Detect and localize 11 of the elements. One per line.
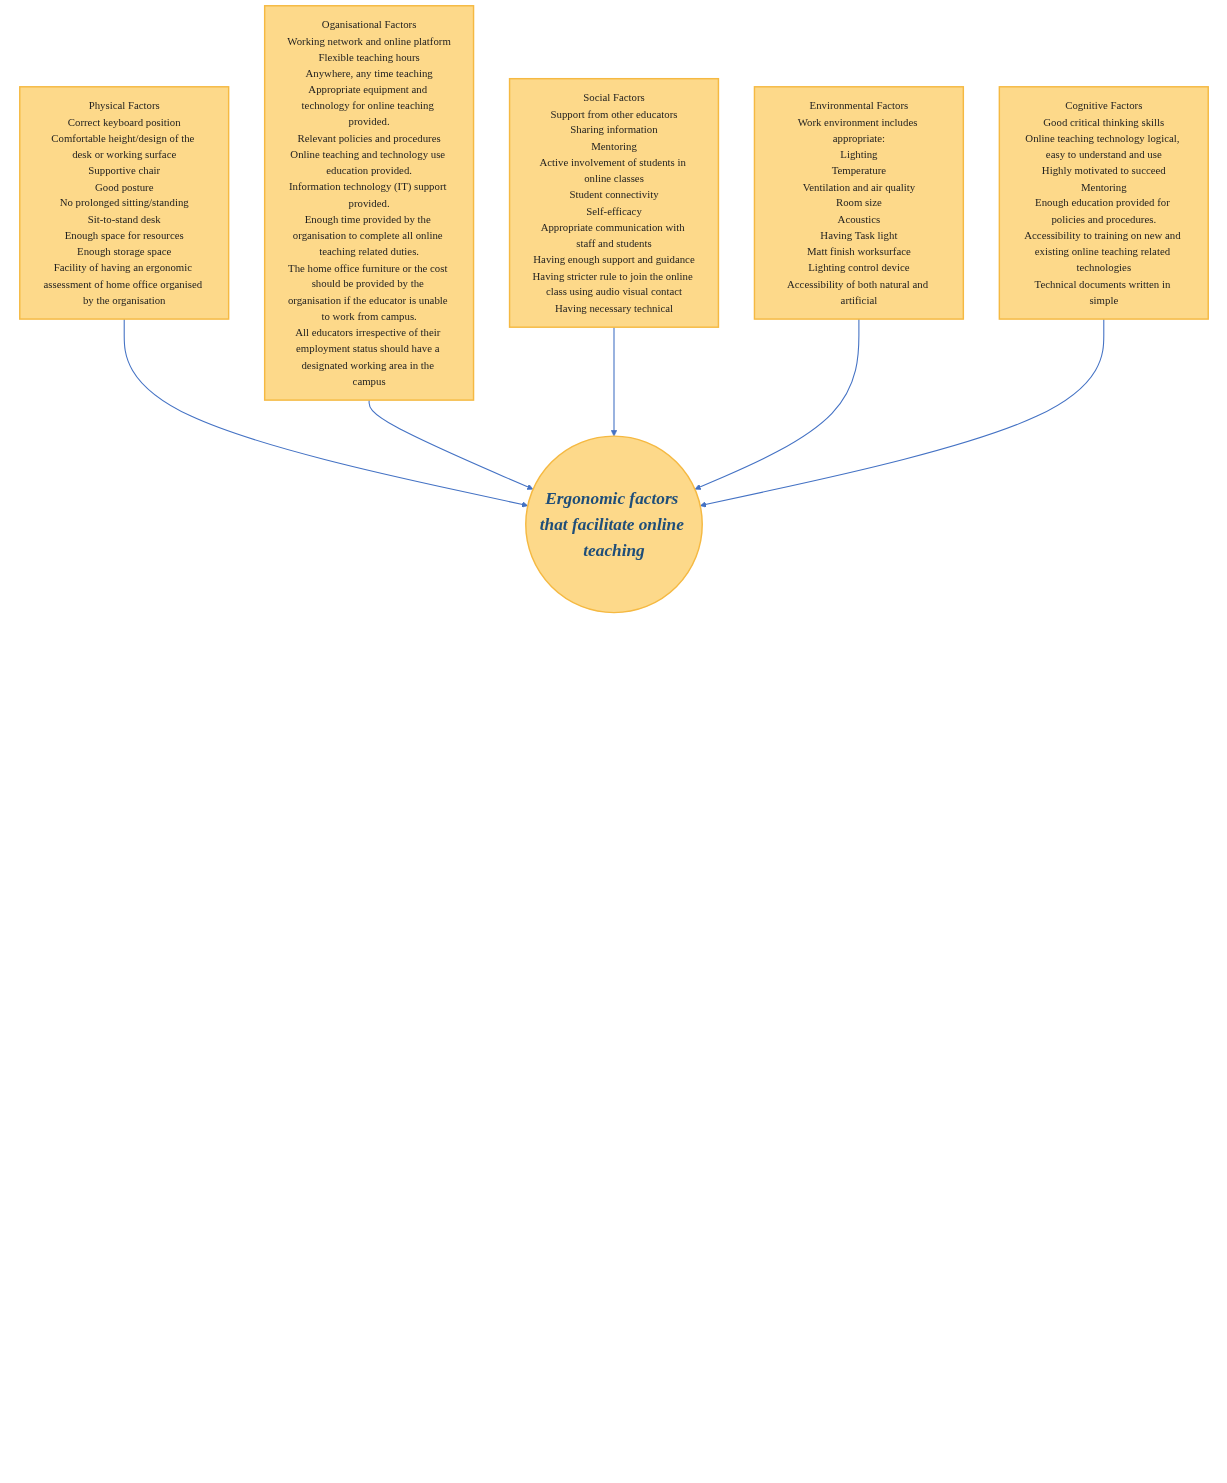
node-box: Social Factors Support from other educators Sharing information Mentoring Active involvement of students in online classes Student connectivity Self-efficacy Appropriate communication with staff and students Having enough support and guidance Having stricter rule to join the online class using audio visual contact Having necessary technical [508,77,719,328]
node-box: Cognitive Factors Good critical thinking skills Online teaching technology logical, easy to understand and use Highly motivated to succeed Mentoring Enough education provided for policies and procedures. Accessibility to training on new and existing online teaching related technologies Technical documents written in simple [998,86,1209,320]
arrow [694,318,859,490]
arrow [699,318,1104,508]
arrow [368,399,533,490]
node-box: Oganisational Factors Working network and online platform Flexible teaching hours Anywhere, any time teaching Appropriate equipment and technology for online teaching provided. Relevant policies and procedures Online teaching and technology use education provided. Information technology (IT) support provided. Enough time provided by the organisation to complete all online teaching related duties. The home office furniture or the cost should be provided by the organisation if the educator is unable to work from campus. All educators irrespective of their employment status should have a designated working area in the campus [263,5,474,401]
arrow [610,326,617,437]
node-box: Physical Factors Correct keyboard position Comfortable height/design of the desk or working surface Supportive chair Good posture No prolonged sitting/standing Sit-to-stand desk Enough space for resources Enough storage space Facility of having an ergonomic assessment of home office organised by the organisation [18,86,229,320]
node-box: Environmental Factors Work environment includes appropriate: Lighting Temperature Ventilation and air quality Room size Acoustics Having Task light Matt finish worksurface Lighting control device Accessibility of both natural and artificial [753,86,964,320]
arrow [123,318,528,508]
node-circle: Ergonomic factors that facilitate online teaching [524,435,703,614]
